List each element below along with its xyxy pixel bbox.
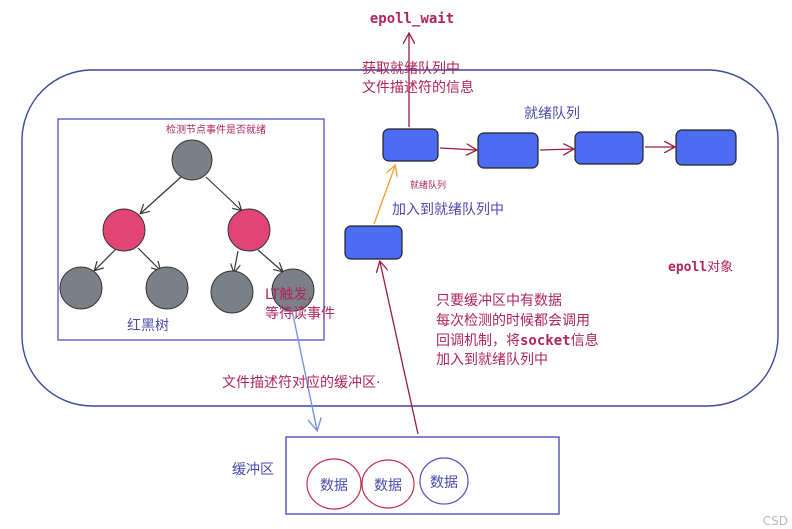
buffer-box <box>285 436 560 515</box>
ready-queue-arrows <box>439 147 674 150</box>
ready-queue-label: 就绪队列 <box>524 106 580 122</box>
data-label-1: 数据 <box>320 478 348 494</box>
add-to-ready-arrow <box>373 166 395 225</box>
ready-queue-small-label: 就绪队列 <box>410 179 446 191</box>
tree-check-label: 检测节点事件是否就绪 <box>166 123 266 136</box>
callback-line3-a: 回调机制，将 <box>436 333 520 349</box>
callback-line4: 加入到就绪队列中 <box>436 352 548 368</box>
watermark: CSD <box>763 514 788 528</box>
epoll-object-label-a: epoll <box>668 260 707 275</box>
tree-node-red-right <box>227 208 271 252</box>
callback-line3-b: socket <box>520 333 571 349</box>
data-label-3: 数据 <box>430 475 458 491</box>
ready-node-4 <box>675 129 737 166</box>
rb-tree-label: 红黑树 <box>127 318 169 334</box>
tree-node-leaf-4 <box>271 268 315 312</box>
tree-node-red-left <box>102 208 146 252</box>
lt-arrow <box>291 309 317 430</box>
tree-node-leaf-1 <box>59 266 103 310</box>
data-ellipse-1 <box>306 458 362 510</box>
ready-node-3 <box>574 131 644 165</box>
buffer-label: 缓冲区 <box>232 462 274 478</box>
epoll-object-label: epoll对象 <box>668 260 733 275</box>
data-ellipse-2 <box>361 459 415 509</box>
epoll-object-region <box>21 69 779 407</box>
callback-line2: 每次检测的时候都会调用 <box>436 313 590 329</box>
callback-line1: 只要缓冲区中有数据 <box>436 293 562 309</box>
pending-node <box>344 225 403 260</box>
ready-node-1 <box>382 128 439 162</box>
tree-edges <box>95 176 282 272</box>
fd-buffer-label: 文件描述符对应的缓冲区· <box>222 374 380 391</box>
add-to-ready-label: 加入到就绪队列中 <box>392 202 504 218</box>
data-ellipse-3 <box>419 457 469 505</box>
rb-tree-box <box>57 118 325 341</box>
tree-node-leaf-2 <box>145 266 189 310</box>
tree-node-leaf-3 <box>210 270 254 314</box>
epoll-object-label-b: 对象 <box>707 260 733 275</box>
ready-node-2 <box>477 132 539 169</box>
epoll-wait-label: epoll_wait <box>370 11 454 27</box>
tree-node-root <box>171 139 213 181</box>
get-ready-line1: 获取就绪队列中 <box>362 61 460 77</box>
data-label-2: 数据 <box>374 478 402 494</box>
callback-line3-c: 信息 <box>571 332 599 349</box>
callback-line3: 回调机制，将socket信息 <box>436 332 599 349</box>
lt-line2: 等待读事件 <box>265 305 335 322</box>
callback-arrow <box>380 262 419 435</box>
get-ready-line2: 文件描述符的信息 <box>362 79 474 96</box>
lt-line1: LT触发, <box>265 287 312 303</box>
